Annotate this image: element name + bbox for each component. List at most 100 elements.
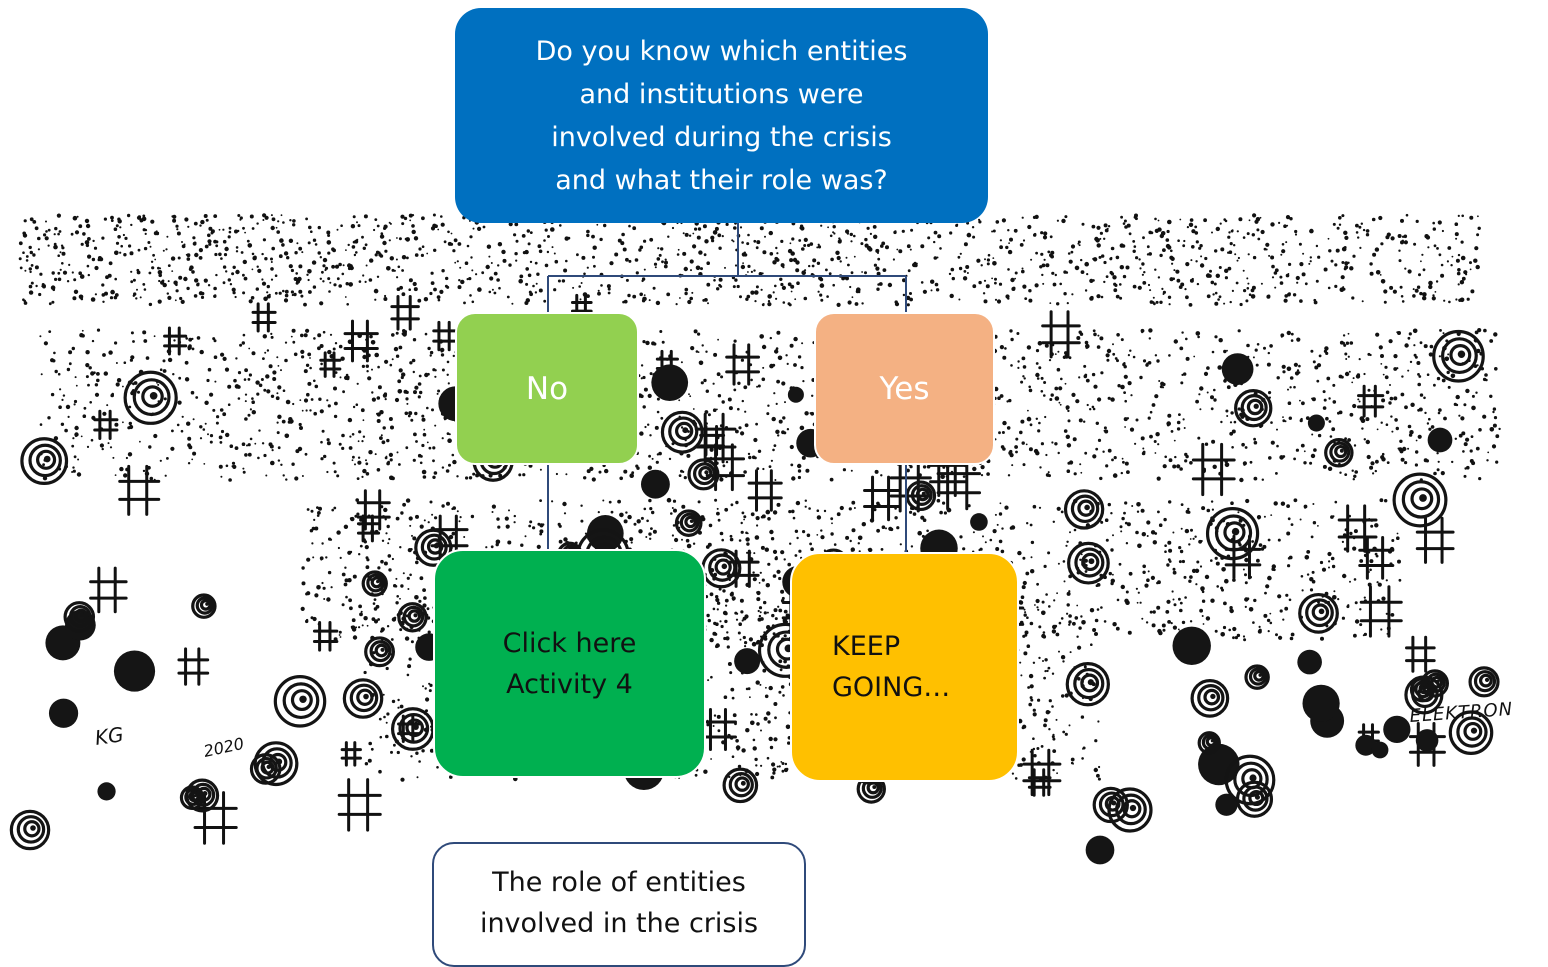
stipple-dot <box>1224 276 1228 280</box>
stipple-dot <box>1004 505 1009 510</box>
stipple-dot <box>1427 246 1430 249</box>
stipple-dot <box>136 215 142 220</box>
stipple-dot <box>249 437 253 441</box>
stipple-dot <box>1154 354 1158 357</box>
stipple-dot <box>50 285 56 291</box>
stipple-dot <box>1048 474 1051 478</box>
stipple-dot <box>1482 377 1487 382</box>
stipple-dot <box>125 456 128 460</box>
stipple-dot <box>926 529 929 533</box>
stipple-dot <box>181 244 186 249</box>
stipple-dot <box>58 405 62 410</box>
stipple-dot <box>396 595 400 598</box>
stipple-dot <box>395 331 399 335</box>
stipple-dot <box>306 557 311 562</box>
stipple-dot <box>1136 601 1139 604</box>
stipple-dot <box>1299 399 1301 402</box>
stipple-dot <box>983 299 988 304</box>
stipple-dot <box>1478 428 1482 432</box>
stipple-dot <box>401 292 406 297</box>
stipple-dot <box>312 556 315 559</box>
stipple-dot <box>753 552 756 555</box>
stipple-dot <box>1397 559 1401 564</box>
stipple-dot <box>1404 343 1409 348</box>
stipple-dot <box>383 507 388 513</box>
stipple-dot <box>621 232 625 237</box>
stipple-dot <box>1432 294 1435 297</box>
stipple-dot <box>999 345 1005 350</box>
stipple-dot <box>1017 360 1020 363</box>
stipple-dot <box>686 543 692 549</box>
stipple-dot <box>583 476 587 480</box>
stipple-dot <box>909 292 912 295</box>
stipple-dot <box>368 278 373 282</box>
stipple-dot <box>666 497 672 503</box>
stipple-dot <box>71 444 75 448</box>
stipple-dot <box>207 367 212 372</box>
stipple-dot <box>646 519 649 523</box>
stipple-dot <box>241 442 246 447</box>
stipple-dot <box>310 230 313 233</box>
stipple-dot <box>1024 297 1028 300</box>
stipple-dot <box>976 258 981 263</box>
stipple-dot <box>157 270 163 275</box>
stipple-dot <box>239 218 242 221</box>
stipple-dot <box>982 292 986 295</box>
stipple-dot <box>1167 295 1172 299</box>
stipple-dot <box>1379 498 1384 503</box>
stipple-dot <box>62 270 68 275</box>
stipple-dot <box>735 500 739 505</box>
stipple-dot <box>417 298 422 303</box>
stipple-dot <box>337 546 340 550</box>
stipple-dot <box>1251 233 1256 237</box>
stipple-dot <box>532 526 536 530</box>
stipple-dot <box>986 472 990 476</box>
stipple-dot <box>1161 623 1166 628</box>
stipple-dot <box>331 264 335 269</box>
stipple-dot <box>1216 585 1219 588</box>
stipple-dot <box>740 610 744 614</box>
stipple-dot <box>943 511 948 515</box>
stipple-dot <box>1312 360 1316 364</box>
stipple-dot <box>1220 247 1225 252</box>
stipple-dot <box>309 529 314 533</box>
stipple-dot <box>778 419 783 424</box>
stipple-dot <box>1103 260 1107 265</box>
stipple-dot <box>1359 416 1365 421</box>
stipple-dot <box>1282 416 1284 418</box>
stipple-dot <box>276 230 281 234</box>
stipple-dot <box>408 278 413 283</box>
stipple-dot <box>241 341 245 345</box>
stipple-dot <box>290 290 294 294</box>
stipple-dot <box>1234 636 1238 640</box>
stipple-dot <box>1447 246 1452 250</box>
stipple-dot <box>1126 522 1131 527</box>
stipple-dot <box>1408 332 1412 336</box>
stipple-dot <box>73 399 78 404</box>
stipple-dot <box>770 537 775 541</box>
stipple-dot <box>19 266 23 270</box>
stipple-dot <box>1080 553 1083 556</box>
stipple-dot <box>706 261 710 266</box>
stipple-dot <box>45 220 47 223</box>
stipple-dot <box>629 473 634 479</box>
stipple-dot <box>199 224 202 227</box>
stipple-dot <box>774 256 779 261</box>
stipple-dot <box>166 235 169 238</box>
stipple-dot <box>731 239 734 242</box>
stipple-dot <box>82 414 87 419</box>
stipple-dot <box>430 281 435 285</box>
stipple-dot <box>410 418 414 422</box>
stipple-dot <box>1084 373 1088 377</box>
stipple-dot <box>1195 583 1198 586</box>
stipple-dot <box>357 460 362 465</box>
stipple-dot <box>142 469 146 473</box>
stipple-dot <box>1032 712 1037 717</box>
stipple-dot <box>986 258 991 262</box>
stipple-dot <box>97 256 102 260</box>
stipple-dot <box>1296 337 1301 342</box>
stipple-dot <box>1056 592 1058 595</box>
stipple-dot <box>544 263 549 268</box>
stipple-dot <box>652 286 656 290</box>
stipple-dot <box>653 262 658 266</box>
